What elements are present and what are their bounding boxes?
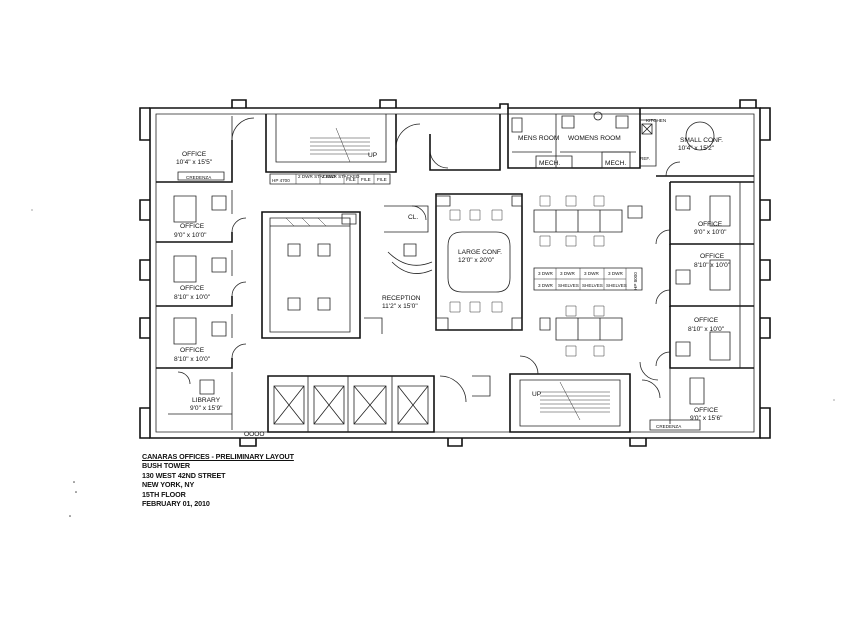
label-office-w2: OFFICE bbox=[180, 285, 205, 292]
label-office-w2-dim: 8'10" x 10'0" bbox=[174, 294, 211, 301]
label-office-se-dim: 9'0" x 15'6" bbox=[690, 415, 723, 422]
label-file-3: FILE bbox=[377, 177, 387, 182]
title-line-3: 130 WEST 42ND STREET bbox=[142, 470, 226, 480]
title-line-4: NEW YORK, NY bbox=[142, 480, 195, 490]
label-office-e1: OFFICE bbox=[698, 221, 723, 228]
label-shelves-3: SHELVES bbox=[606, 283, 627, 288]
label-closet: CL. bbox=[408, 214, 418, 221]
north-stair bbox=[265, 114, 501, 185]
building-shell bbox=[139, 99, 771, 447]
label-up-south: UP bbox=[532, 391, 542, 398]
small-conf-room bbox=[656, 121, 754, 177]
label-up-north: UP bbox=[368, 152, 378, 159]
label-file-1: FILE bbox=[346, 177, 356, 182]
label-office-w1: OFFICE bbox=[180, 223, 205, 230]
label-reception: RECEPTION bbox=[382, 295, 421, 302]
east-offices bbox=[641, 181, 754, 431]
label-dwr-1: 3 DWR bbox=[538, 271, 553, 276]
title-line-6: FEBRUARY 01, 2010 bbox=[142, 499, 210, 509]
label-mens-room: MENS ROOM bbox=[518, 135, 559, 142]
label-office-w3: OFFICE bbox=[180, 347, 205, 354]
label-office-w3-dim: 8'10" x 10'0" bbox=[174, 356, 211, 363]
title-block: CANARAS OFFICES - PRELIMINARY LAYOUT BUS… bbox=[142, 452, 402, 508]
label-office-e1-dim: 9'0" x 10'0" bbox=[694, 229, 727, 236]
restrooms bbox=[507, 108, 657, 169]
label-office-nw: OFFICE bbox=[182, 151, 207, 158]
label-office-se: OFFICE bbox=[694, 407, 719, 414]
title-line-5: 15TH FLOOR bbox=[142, 489, 186, 499]
label-credenza-se: CREDENZA bbox=[656, 424, 682, 429]
label-hp4700: HP 4700 bbox=[272, 178, 290, 183]
title-line-1: CANARAS OFFICES - PRELIMINARY LAYOUT bbox=[142, 452, 294, 461]
south-stair bbox=[509, 355, 659, 433]
label-ref: REF. bbox=[640, 156, 650, 161]
label-oooo: OOOO bbox=[244, 431, 265, 438]
label-small-conf: SMALL CONF. bbox=[680, 137, 723, 144]
label-dwr-3: 3 DWR bbox=[584, 271, 599, 276]
label-file-2: FILE bbox=[361, 177, 371, 182]
label-office-e3: OFFICE bbox=[694, 317, 719, 324]
label-office-nw-dim: 10'4" x 15'5" bbox=[176, 159, 213, 166]
label-office-e2: OFFICE bbox=[700, 253, 725, 260]
room-labels: OFFICE 10'4" x 15'5" CREDENZA OFFICE 9'0… bbox=[174, 118, 731, 438]
label-hp8000: HP 8000 bbox=[633, 272, 638, 290]
label-womens-room: WOMENS ROOM bbox=[568, 135, 621, 142]
label-office-e3-dim: 8'10" x 10'0" bbox=[688, 326, 725, 333]
label-large-conf: LARGE CONF. bbox=[458, 249, 502, 256]
label-kitchen: KITCHEN bbox=[646, 118, 666, 123]
label-large-conf-dim: 12'0" x 20'0" bbox=[458, 257, 495, 264]
label-library: LIBRARY bbox=[192, 397, 221, 404]
label-shelves-1: SHELVES bbox=[558, 283, 579, 288]
label-dwr-5: 3 DWR bbox=[538, 283, 553, 288]
elevators bbox=[267, 375, 491, 433]
label-stacked-1: 2 DWR STACKED bbox=[298, 174, 336, 179]
label-dwr-2: 3 DWR bbox=[560, 271, 575, 276]
label-shelves-2: SHELVES bbox=[582, 283, 603, 288]
label-office-e2-dim: 8'10" x 10'0" bbox=[694, 262, 731, 269]
label-small-conf-dim: 10'4" x 15'2" bbox=[678, 145, 715, 152]
label-credenza-nw: CREDENZA bbox=[186, 175, 212, 180]
label-mech-2: MECH. bbox=[605, 160, 626, 167]
scan-marks bbox=[31, 209, 835, 517]
label-dwr-4: 3 DWR bbox=[608, 271, 623, 276]
label-stacked-2: 2 DWR STACKED bbox=[322, 174, 360, 179]
west-offices bbox=[156, 116, 255, 430]
label-library-dim: 9'0" x 15'9" bbox=[190, 405, 223, 412]
central-core bbox=[261, 193, 643, 357]
label-reception-dim: 11'2" x 15'0" bbox=[382, 303, 418, 310]
label-office-w1-dim: 9'0" x 10'0" bbox=[174, 232, 207, 239]
label-mech-1: MECH. bbox=[539, 160, 560, 167]
title-line-2: BUSH TOWER bbox=[142, 461, 190, 471]
